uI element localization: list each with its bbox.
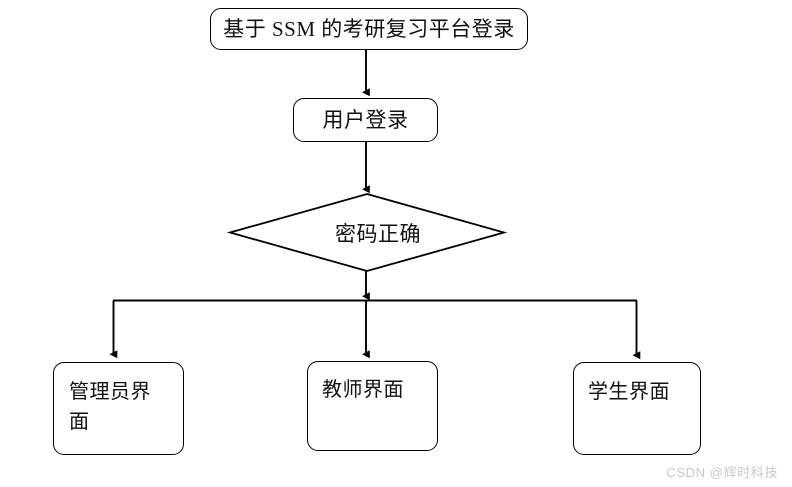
node-admin-interface[interactable]: 管理员界 面 (53, 362, 184, 455)
node-admin-interface-label: 管理员界 面 (69, 381, 151, 433)
node-decision-label: 密码正确 (335, 221, 421, 246)
node-student-interface-label: 学生界面 (588, 381, 670, 403)
csdn-watermark: CSDN @辉时科技 (666, 465, 778, 480)
node-user-login-label: 用户登录 (322, 108, 409, 132)
node-teacher-interface-label: 教师界面 (322, 379, 404, 401)
node-password-correct-decision[interactable]: 密码正确 (230, 194, 504, 271)
node-teacher-interface[interactable]: 教师界面 (307, 361, 438, 451)
node-user-login[interactable]: 用户登录 (293, 98, 438, 142)
decision-diamond-shape (226, 193, 508, 272)
node-root-login-platform[interactable]: 基于 SSM 的考研复习平台登录 (210, 8, 528, 50)
node-root-label: 基于 SSM 的考研复习平台登录 (223, 17, 515, 41)
node-student-interface[interactable]: 学生界面 (573, 362, 701, 455)
